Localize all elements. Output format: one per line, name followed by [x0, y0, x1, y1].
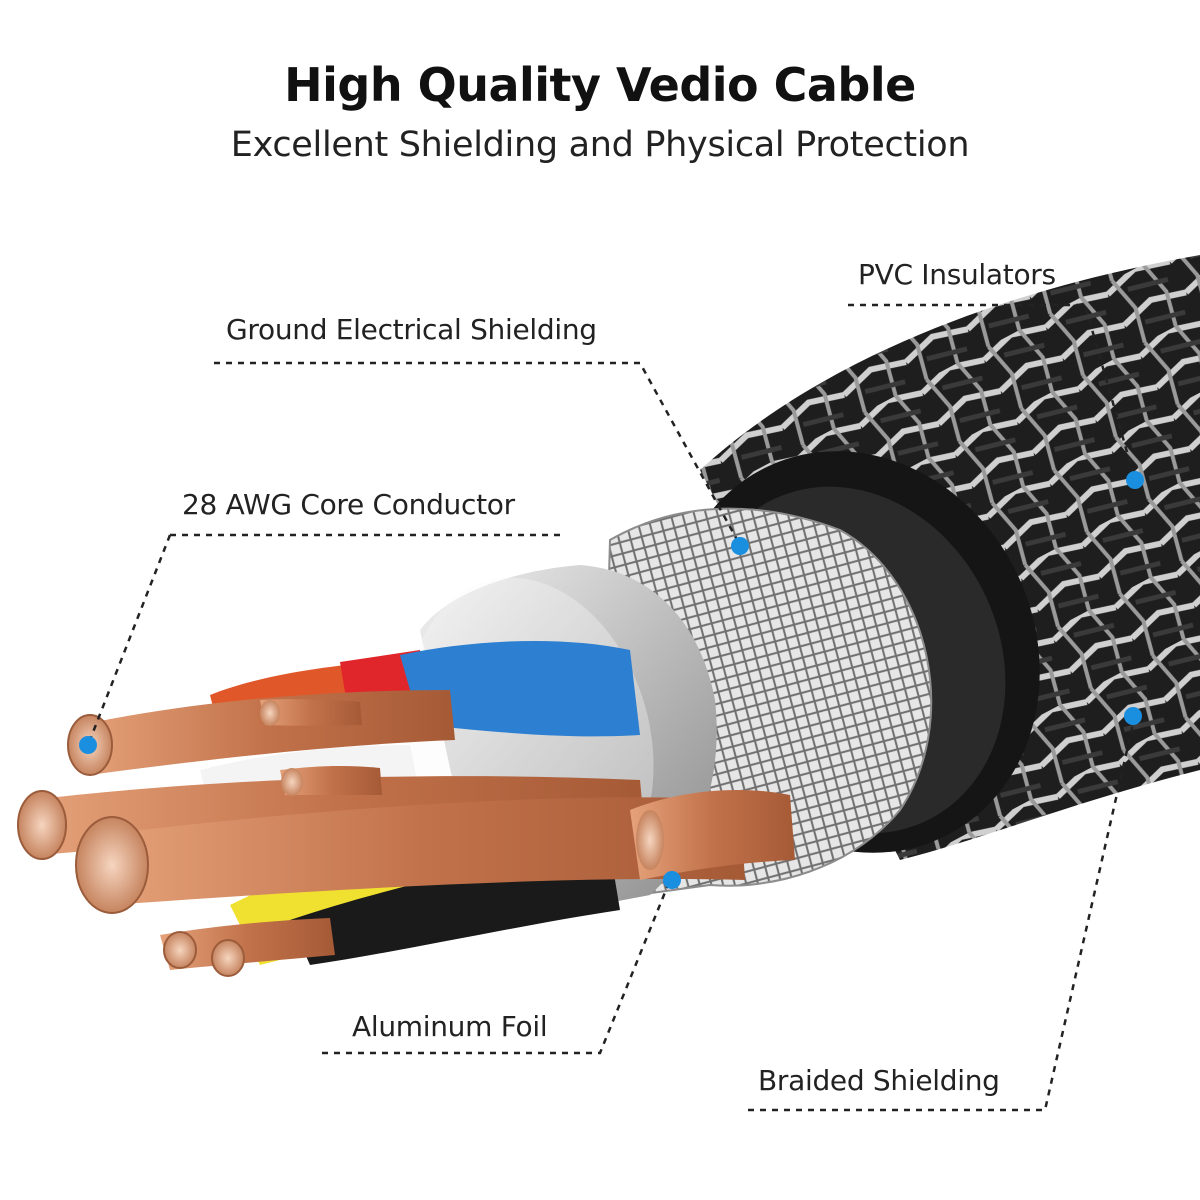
braid-leader-line: [748, 714, 1137, 1112]
ground-leader-line: [214, 361, 742, 546]
braid-callout-dot: [1124, 707, 1142, 725]
awg-callout-dot: [79, 736, 97, 754]
callout-dots: [79, 471, 1144, 889]
foil-callout-dot: [663, 871, 681, 889]
ground-callout-dot: [731, 537, 749, 555]
pvc-insulators-label: PVC Insulators: [858, 258, 1056, 291]
aluminum-foil-label: Aluminum Foil: [352, 1010, 548, 1043]
foil-leader-line: [322, 879, 672, 1055]
awg-leader-line: [86, 533, 560, 746]
pvc-callout-dot: [1126, 471, 1144, 489]
leader-lines: [86, 303, 1137, 1112]
core-conductor-label: 28 AWG Core Conductor: [182, 488, 515, 521]
page-subtitle: Excellent Shielding and Physical Protect…: [230, 125, 970, 165]
copper-conductors: [17, 690, 795, 977]
ground-shielding-label: Ground Electrical Shielding: [226, 313, 597, 346]
page-title: High Quality Vedio Cable: [284, 58, 916, 112]
braided-shielding-label: Braided Shielding: [758, 1064, 1000, 1097]
